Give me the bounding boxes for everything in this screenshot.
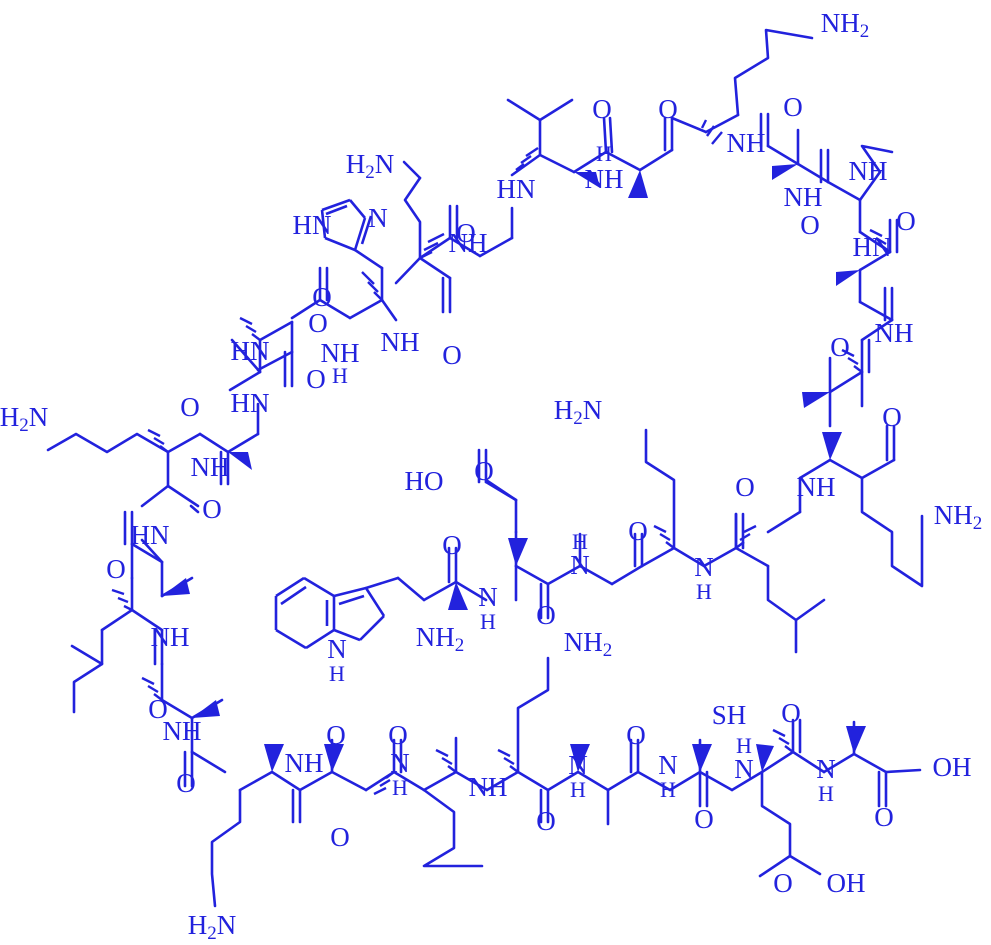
bond-network (290, 28, 814, 322)
amine-label-lys-bottom: NH2 (564, 627, 613, 661)
amine-label-lys-upper: H2N (346, 149, 395, 183)
amide-nh-label: NH (797, 472, 836, 502)
carbonyl-oxygen-label: O (536, 806, 556, 836)
carbonyl-oxygen-label: O (830, 332, 850, 362)
amide-h-label: H (696, 579, 712, 604)
carbonyl-oxygen-label: O (896, 206, 916, 236)
bond-network-left (46, 320, 294, 788)
carbonyl-oxygen-label: O (694, 804, 714, 834)
amide-nh-label: HN (131, 520, 170, 550)
amide-h-label: H (660, 777, 676, 802)
carbonyl-oxygen-label: O (308, 308, 328, 338)
carbonyl-oxygen-label: O (658, 94, 678, 124)
amide-nh-label: NH (784, 182, 823, 212)
amide-nh-label: N (390, 748, 410, 778)
carbonyl-oxygen-label: O (456, 218, 476, 248)
amide-nh-label: HN (853, 232, 892, 262)
stereo-wedges (162, 164, 866, 772)
amide-h-label: H (572, 529, 588, 554)
imidazole-n-label: N (368, 203, 388, 233)
carbonyl-oxygen-label: O (592, 94, 612, 124)
amide-nh-label: NH (849, 156, 888, 186)
amide-nh-label: NH (163, 716, 202, 746)
amide-h-label: H (332, 363, 348, 388)
carbonyl-oxygen-label: O (735, 472, 755, 502)
amide-nh-label: NH (321, 338, 360, 368)
amide-nh-label: N (734, 754, 754, 784)
amide-h-label: H (736, 733, 752, 758)
amide-nh-label: NH (151, 622, 190, 652)
atom-label-layer: NH2 O O NH H NH O NH NH HN NH O O NH H2N… (0, 8, 982, 944)
hydroxyl-label-glu: OH (827, 868, 866, 898)
imidazole-ring-histidine (320, 198, 373, 252)
carbonyl-oxygen-label: O (176, 768, 196, 798)
carbonyl-oxygen-label: O (783, 92, 803, 122)
carbonyl-oxygen-label: O (442, 530, 462, 560)
carbonyl-oxygen-label: O (800, 210, 820, 240)
carbonyl-oxygen-label: O (148, 694, 168, 724)
amide-nh-label: NH (875, 318, 914, 348)
amide-h-label: H (596, 141, 612, 166)
hydroxyl-label-cterm: OH (933, 752, 972, 782)
amide-nh-label: NH (585, 164, 624, 194)
indole-h-label: H (329, 661, 345, 686)
amide-nh-label: N (816, 754, 836, 784)
carbonyl-oxygen-label: O (326, 720, 346, 750)
amide-h-label: H (818, 781, 834, 806)
amide-nh-label: N (568, 750, 588, 780)
amide-h-label: H (480, 609, 496, 634)
amide-h-label: H (570, 777, 586, 802)
amide-nh-label: HN (231, 336, 270, 366)
carbonyl-oxygen-label: O (474, 456, 494, 486)
imidazole-nh-label: HN (293, 210, 332, 240)
amine-label-lys-bottom-left: H2N (188, 910, 237, 944)
carbonyl-oxygen-label: O (781, 698, 801, 728)
amine-label-trp-nterm: NH2 (416, 622, 465, 656)
amide-h-label: H (392, 775, 408, 800)
amide-nh-label: NH (449, 228, 488, 258)
carbonyl-oxygen-label: O (306, 364, 326, 394)
amide-nh-label: NH (191, 452, 230, 482)
amine-label-lys-right: NH2 (934, 500, 983, 534)
amide-nh-label: HN (231, 388, 270, 418)
carbonyl-oxygen-label: O (882, 402, 902, 432)
bond-network-right (759, 112, 899, 428)
carbonyl-oxygen-label: O (388, 720, 408, 750)
carbonyl-oxygen-label: O (442, 340, 462, 370)
bond-network-center (274, 424, 924, 654)
stereo-hash-bonds (111, 119, 891, 796)
amide-nh-label: NH (727, 128, 766, 158)
carbonyl-oxygen-label: O (626, 720, 646, 750)
carbonyl-oxygen-label: O (773, 868, 793, 898)
amide-nh-label: N (478, 582, 498, 612)
carbonyl-oxygen-label: O (312, 282, 332, 312)
amide-nh-label: N (658, 750, 678, 780)
amide-nh-label: NH (381, 327, 420, 357)
carbonyl-oxygen-label: O (202, 494, 222, 524)
carbonyl-oxygen-label: O (330, 822, 350, 852)
bond-network-bottom (210, 656, 922, 908)
amine-label-lys-top: NH2 (821, 8, 870, 42)
amide-nh-label: N (694, 552, 714, 582)
amide-nh-label: NH (285, 748, 324, 778)
amide-nh-label: HN (497, 174, 536, 204)
hydroxyl-label-glu-center: HO (405, 466, 444, 496)
carbonyl-oxygen-label: O (628, 516, 648, 546)
thiol-label-cys: SH (712, 700, 747, 730)
carbonyl-oxygen-label: O (180, 392, 200, 422)
carbonyl-oxygen-label: O (874, 802, 894, 832)
amine-label-lys-center: H2N (554, 395, 603, 429)
carbonyl-oxygen-label: O (106, 554, 126, 584)
indole-n-label: N (327, 634, 347, 664)
carbonyl-oxygen-label: O (536, 600, 556, 630)
amide-nh-label: NH (469, 772, 508, 802)
amide-nh-label: N (570, 550, 590, 580)
amine-label-lys-left: H2N (0, 402, 48, 436)
